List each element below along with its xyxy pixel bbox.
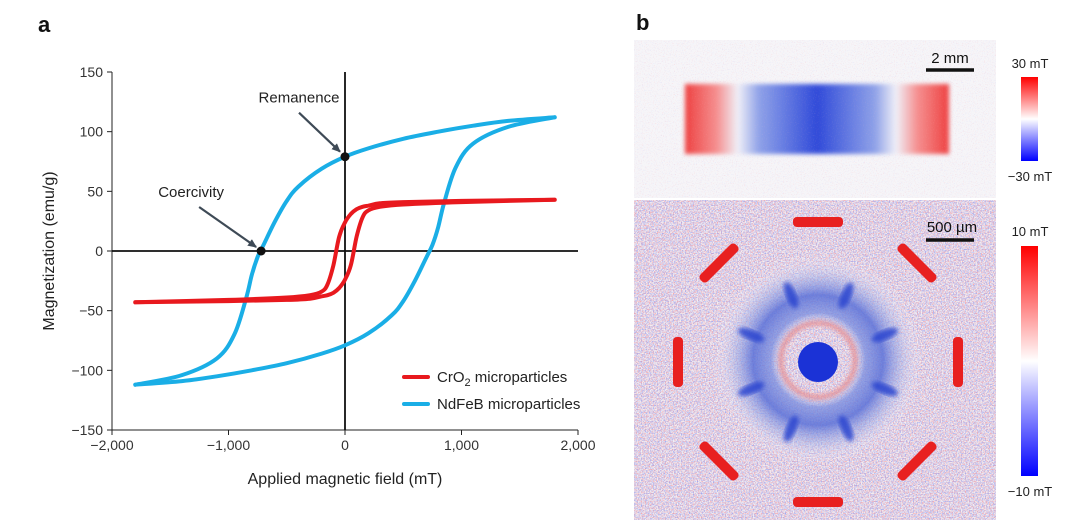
- magnetic-field-map-ring: [634, 200, 996, 520]
- red-magnet-segments: [673, 217, 963, 507]
- x-tick-label: −1,000: [207, 437, 250, 453]
- red-segment: [699, 441, 739, 481]
- colorbar-bottom-max: 10 mT: [1012, 224, 1049, 239]
- panel-b-label: b: [636, 10, 649, 35]
- ndfeb-lower-branch-line: [133, 115, 557, 387]
- x-tick-label: 0: [341, 437, 349, 453]
- blue-spoke: [871, 328, 898, 342]
- tick-labels: −2,000 −1,000 0 1,000 2,000 −150 −100 −50 0 50 100…: [71, 64, 595, 453]
- colorbar-bottom: 10 mT −10 mT: [1008, 224, 1052, 499]
- blue-spoke: [738, 328, 765, 342]
- red-segment: [897, 441, 937, 481]
- blue-spoke: [838, 415, 854, 442]
- ndfeb-upper-branch-line: [133, 115, 557, 387]
- panel-a-label: a: [38, 12, 51, 37]
- magnetic-field-map-bar: [634, 40, 996, 198]
- blue-spoke: [738, 382, 765, 396]
- y-tick-label: −150: [71, 422, 103, 438]
- colorbar-bottom-min: −10 mT: [1008, 484, 1052, 499]
- red-segment: [793, 497, 843, 507]
- colorbar-top-max: 30 mT: [1012, 56, 1049, 71]
- scale-bar-bottom-label: 500 µm: [927, 219, 977, 236]
- x-tick-label: 1,000: [444, 437, 479, 453]
- blue-spoke: [838, 282, 854, 309]
- red-segment: [953, 337, 963, 387]
- red-segment: [793, 217, 843, 227]
- y-tick-label: −100: [71, 362, 103, 378]
- y-tick-label: 50: [87, 183, 103, 199]
- y-tick-label: −50: [79, 303, 103, 319]
- x-tick-label: −2,000: [90, 437, 133, 453]
- chart-axes: [107, 71, 579, 435]
- legend-cro2-suffix: microparticles: [471, 369, 568, 386]
- chart-legend: CrO2 microparticles NdFeB microparticles: [402, 369, 580, 413]
- legend-label-ndfeb: NdFeB microparticles: [437, 396, 580, 413]
- remanence-arrow: [298, 111, 341, 153]
- coercivity-label: Coercivity: [158, 184, 224, 201]
- legend-cro2-prefix: CrO: [437, 369, 465, 386]
- x-tick-label: 2,000: [560, 437, 595, 453]
- coercivity-point: [256, 246, 266, 256]
- blue-spokes: [738, 282, 898, 442]
- red-segment: [897, 243, 937, 283]
- scale-bar-top-label: 2 mm: [931, 50, 969, 67]
- scale-bar-bottom: 500 µm: [926, 219, 977, 242]
- blue-spoke: [784, 415, 798, 442]
- center-spot: [798, 342, 838, 382]
- remanence-label: Remanence: [259, 90, 340, 107]
- x-axis-title: Applied magnetic field (mT): [248, 471, 443, 488]
- red-segment: [673, 337, 683, 387]
- remanence-point: [340, 152, 350, 162]
- hysteresis-curves: [133, 115, 557, 387]
- legend-label-cro2: CrO2 microparticles: [437, 369, 567, 389]
- colorbar-top-min: −30 mT: [1008, 169, 1052, 184]
- blue-spoke: [784, 282, 798, 309]
- red-segment: [699, 243, 739, 283]
- y-tick-label: 100: [80, 124, 104, 140]
- y-tick-label: 0: [95, 243, 103, 259]
- coercivity-arrow: [198, 206, 257, 248]
- scale-bar-top: 2 mm: [926, 50, 974, 72]
- blue-spoke: [871, 382, 898, 396]
- y-axis-title: Magnetization (emu/g): [41, 171, 58, 330]
- y-tick-label: 150: [80, 64, 104, 80]
- colorbar-top: 30 mT −30 mT: [1008, 56, 1052, 184]
- legend-cro2-subscript: 2: [465, 377, 471, 389]
- cro2-upper-branch-line: [133, 197, 557, 305]
- cro2-lower-branch-line: [133, 197, 557, 305]
